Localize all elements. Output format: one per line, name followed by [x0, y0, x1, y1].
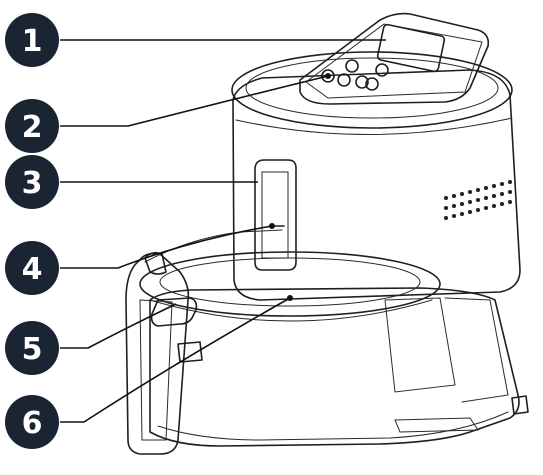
- control-button-a: [321, 69, 335, 83]
- leader-5: [60, 303, 177, 349]
- control-panel-face: [305, 23, 483, 99]
- leader-6: [60, 297, 291, 423]
- leader-2: [60, 75, 329, 127]
- vent-grille: [444, 180, 512, 220]
- housing-body: [232, 69, 521, 301]
- basket-rim-outer: [139, 251, 441, 317]
- leader-dot-2: [325, 73, 331, 79]
- callout-badge-4: 4: [5, 241, 59, 295]
- handle-slot-frame: [254, 159, 297, 271]
- callout-number: 5: [22, 332, 43, 367]
- control-button-e: [365, 77, 379, 91]
- housing-band: [235, 117, 513, 136]
- lid-top-inner: [245, 57, 499, 119]
- callout-badge-6: 6: [5, 395, 59, 449]
- control-display: [376, 23, 446, 73]
- control-panel-body: [299, 12, 490, 105]
- callout-badge-5: 5: [5, 321, 59, 375]
- callout-number: 3: [22, 166, 43, 201]
- control-button-c: [337, 73, 351, 87]
- control-button-f: [375, 63, 389, 77]
- drawer-body: [149, 287, 520, 447]
- control-button-d: [355, 75, 369, 89]
- lid-top-outer: [231, 51, 513, 129]
- handle-clip: [177, 341, 203, 363]
- callout-badge-1: 1: [5, 13, 59, 67]
- leader-lines: [60, 39, 386, 423]
- callout-number: 6: [22, 406, 43, 441]
- callout-number: 4: [22, 252, 43, 287]
- drawer-bottom-edge: [157, 411, 509, 441]
- basket-rim-inner: [159, 257, 421, 307]
- callout-number: 1: [22, 24, 43, 59]
- drawer-side-window: [384, 297, 456, 393]
- callout-number: 2: [22, 110, 43, 145]
- basket-back-rise: [144, 229, 283, 263]
- callout-badge-3: 3: [5, 155, 59, 209]
- air-fryer-illustration: [125, 12, 529, 455]
- drawer-side-latch: [511, 395, 529, 415]
- callout-badge-2: 2: [5, 99, 59, 153]
- leader-dot-4: [269, 223, 275, 229]
- drawer-side-panel: [444, 297, 509, 403]
- handle-slot-inner: [261, 171, 289, 259]
- control-button-b: [345, 59, 359, 73]
- basket-handle-inner: [139, 299, 173, 441]
- basket-front-wall: [149, 299, 433, 322]
- leader-4: [60, 225, 273, 269]
- release-button: [150, 297, 198, 327]
- leader-dot-6: [287, 295, 293, 301]
- handle-hinge: [144, 251, 167, 275]
- drawer-foot: [394, 417, 479, 433]
